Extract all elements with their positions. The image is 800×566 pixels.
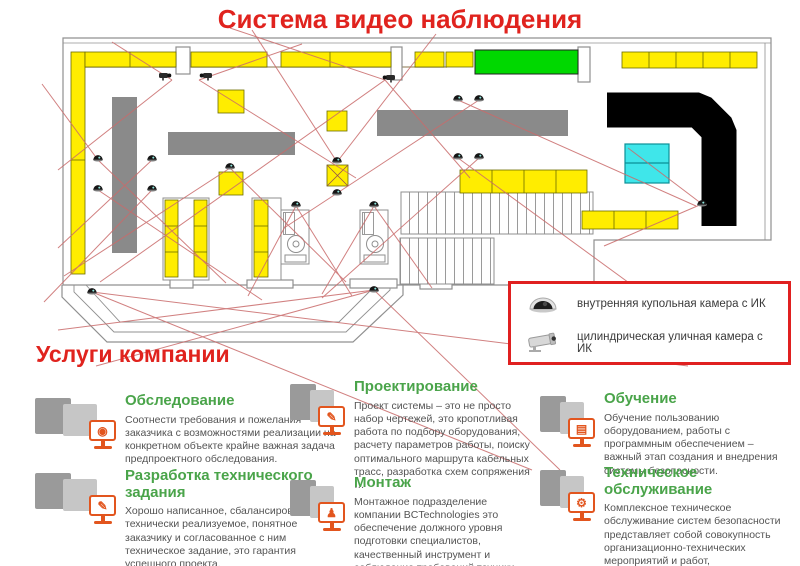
camera-legend: внутренняя купольная камера с ИК цилиндр… bbox=[508, 281, 791, 365]
legend-label: цилиндрическая уличная камера с ИК bbox=[577, 331, 763, 355]
black-counter bbox=[607, 92, 737, 226]
service-spec-development: ✎ Разработка технического задания Хорошо… bbox=[33, 467, 345, 566]
bullet-cameras bbox=[159, 73, 395, 83]
monitor-glyph: ▤ bbox=[568, 418, 595, 439]
shelf-aisles bbox=[162, 197, 282, 281]
legend-label: внутренняя купольная камера с ИК bbox=[577, 298, 766, 310]
training-icon: ▤ bbox=[538, 391, 596, 451]
service-title: Техническое обслуживание bbox=[604, 464, 713, 498]
service-installation: ♟ Монтаж Монтажное подразделение компани… bbox=[288, 474, 533, 566]
monitor-glyph: ⚙ bbox=[568, 492, 595, 513]
service-text: Хорошо написанное, сбалансированное, тех… bbox=[125, 505, 325, 566]
installation-icon: ♟ bbox=[288, 475, 346, 535]
dome-camera-icon bbox=[521, 289, 565, 320]
survey-icon: ◉ bbox=[33, 393, 117, 453]
service-design: ✎ Проектирование Проект системы – это не… bbox=[288, 378, 533, 493]
camera-fov-lines bbox=[41, 27, 703, 471]
monitor-glyph: ♟ bbox=[318, 502, 345, 523]
walls bbox=[61, 37, 772, 343]
spec-development-icon: ✎ bbox=[33, 468, 117, 528]
legend-item: внутренняя купольная камера с ИК bbox=[521, 289, 778, 320]
design-icon: ✎ bbox=[288, 379, 346, 439]
service-text: Комплексное техническое обслуживание сис… bbox=[604, 502, 781, 566]
service-text: Проект системы – это не просто набор чер… bbox=[354, 399, 530, 492]
monitor-glyph: ✎ bbox=[318, 406, 345, 427]
legend-item: цилиндрическая уличная камера с ИК bbox=[521, 329, 778, 358]
staircase bbox=[399, 191, 594, 285]
service-text: Монтажное подразделение компании BCTechn… bbox=[354, 495, 515, 566]
service-text: Обучение пользованию оборудованием, рабо… bbox=[604, 411, 778, 477]
service-text: Соотнести требования и пожелания заказчи… bbox=[125, 413, 336, 466]
service-maintenance: ⚙ Техническое обслуживание Комплексное т… bbox=[538, 464, 793, 566]
service-title: Обучение bbox=[604, 390, 677, 407]
green-zone-block bbox=[474, 49, 579, 75]
service-survey: ◉ Обследование Соотнести требования и по… bbox=[33, 392, 345, 467]
page-title: Система видео наблюдения bbox=[217, 4, 583, 34]
service-title: Обследование bbox=[125, 392, 235, 409]
monitor-glyph: ◉ bbox=[89, 420, 116, 441]
partition-blocks bbox=[112, 97, 568, 253]
services-heading: Услуги компании bbox=[36, 341, 230, 367]
service-title: Монтаж bbox=[354, 474, 412, 491]
display-case bbox=[624, 143, 670, 184]
bullet-camera-icon bbox=[521, 329, 565, 358]
service-title: Проектирование bbox=[354, 378, 478, 395]
service-title: Разработка технического задания bbox=[125, 467, 313, 501]
maintenance-icon: ⚙ bbox=[538, 465, 596, 525]
monitor-glyph: ✎ bbox=[89, 495, 116, 516]
checkout-counters bbox=[280, 209, 389, 265]
service-training: ▤ Обучение Обучение пользованию оборудов… bbox=[538, 390, 793, 478]
